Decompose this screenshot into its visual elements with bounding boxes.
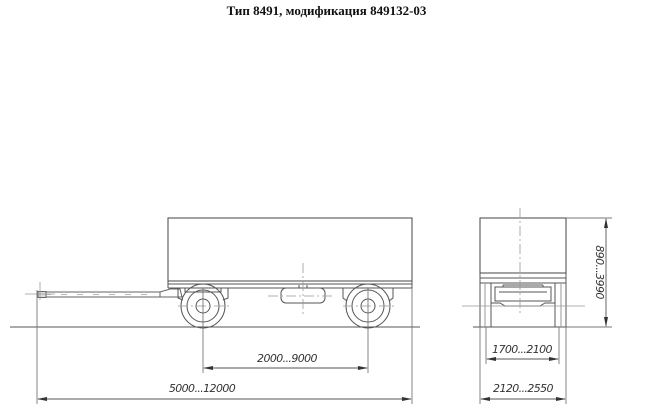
side-view-centerlines <box>25 263 395 315</box>
overall-width-dimension: 2120...2550 <box>480 382 566 401</box>
spare-frame <box>494 284 552 302</box>
height-dimension-label: 890...3990 <box>593 245 606 299</box>
track-dimension: 1700...2100 <box>486 343 559 361</box>
side-view <box>10 217 420 329</box>
rear-view-extension-lines <box>479 217 612 404</box>
wheelbase-dimension: 2000...9000 <box>203 352 368 370</box>
rear-view-centerlines <box>462 208 585 315</box>
overall-width-dimension-label: 2120...2550 <box>493 382 553 395</box>
rear-view <box>473 217 612 328</box>
drawing-title: Тип 8491, модификация 849132-03 <box>226 3 427 18</box>
drawbar <box>37 288 183 298</box>
rear-suspension <box>342 288 394 302</box>
rear-cargo-body <box>479 217 567 274</box>
overall-length-dimension-label: 5000...12000 <box>169 382 236 395</box>
track-dimension-label: 1700...2100 <box>492 343 552 356</box>
wheelbase-dimension-label: 2000...9000 <box>257 352 317 365</box>
rear-axle <box>491 302 555 307</box>
cargo-body <box>167 217 413 282</box>
overall-length-dimension: 5000...12000 <box>37 382 412 401</box>
side-view-extension-lines <box>36 288 413 404</box>
height-dimension: 890...3990 <box>593 218 608 327</box>
